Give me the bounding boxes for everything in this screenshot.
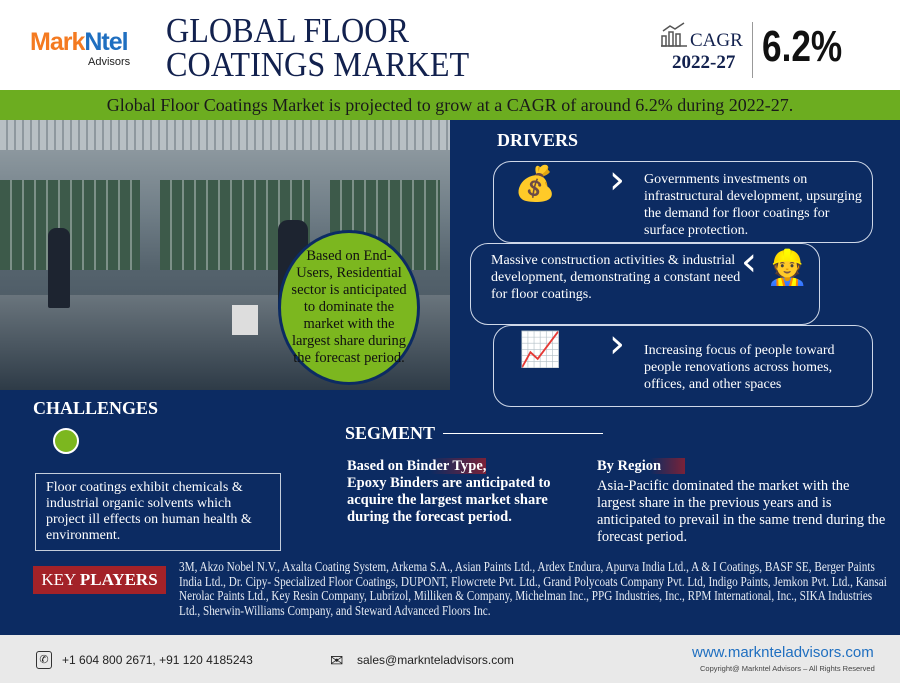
key-players-list: 3M, Akzo Nobel N.V., Axalta Coating Syst…: [179, 559, 887, 618]
cagr-years: 2022-27: [672, 52, 736, 73]
segment-region: By Region Asia-Pacific dominated the mar…: [597, 458, 887, 546]
header: [0, 0, 900, 90]
summary-banner: Global Floor Coatings Market is projecte…: [0, 90, 900, 120]
title-line-2: COATINGS MARKET: [166, 45, 470, 84]
key-players-label-2: PLAYERS: [79, 570, 158, 589]
divider: [752, 22, 753, 78]
logo-subtitle: Advisors: [88, 56, 131, 68]
challenge-box: Floor coatings exhibit chemicals & indus…: [35, 473, 281, 551]
chevron-right-icon: ›: [609, 157, 625, 203]
title-line-1: GLOBAL FLOOR: [166, 11, 409, 50]
key-players-label-1: KEY: [41, 570, 76, 589]
drivers-title: DRIVERS: [497, 130, 579, 150]
highlight-circle: Based on End-Users, Residential sector i…: [278, 230, 420, 385]
challenge-text: Floor coatings exhibit chemicals & indus…: [46, 480, 252, 543]
region-text: Asia-Pacific dominated the market with t…: [597, 478, 886, 545]
phone-icon: ✆: [36, 651, 52, 669]
cagr-label: CAGR: [690, 30, 743, 51]
website-link[interactable]: www.marknteladvisors.com: [692, 644, 874, 661]
cagr-value: 6.2%: [762, 22, 843, 71]
worker-figure: [48, 228, 70, 308]
chevron-left-icon: ‹: [741, 239, 757, 285]
driver-card-2: Massive construction activities & indust…: [470, 239, 820, 325]
paint-bucket: [232, 305, 258, 335]
segment-binder: Based on Binder Type, Epoxy Binders are …: [347, 458, 572, 526]
driver-text: Governments investments on infrastructur…: [644, 172, 862, 238]
binder-heading: Based on Binder Type,: [347, 458, 487, 474]
footer: ✆ +1 604 800 2671, +91 120 4185243 ✉ sal…: [0, 635, 900, 683]
email-link[interactable]: sales@marknteladvisors.com: [357, 653, 514, 667]
bar-chart-icon: [661, 22, 687, 47]
driver-card-3: 📈 › Increasing focus of people toward pe…: [493, 321, 873, 407]
key-players-label: KEY PLAYERS: [33, 566, 166, 594]
construction-worker-icon: 👷: [766, 250, 809, 287]
binder-text: Epoxy Binders are anticipated to acquire…: [347, 475, 551, 525]
region-heading: By Region: [597, 458, 686, 474]
copyright: Copyright@ Markntel Advisors – All Right…: [700, 664, 875, 673]
challenges-title: CHALLENGES: [33, 398, 159, 418]
driver-text: Increasing focus of people toward people…: [644, 343, 835, 392]
driver-card-1: 💰 › Governments investments on infrastru…: [493, 157, 873, 243]
bullet-dot: [53, 428, 79, 454]
chevron-right-icon: ›: [609, 321, 625, 367]
logo: MarkNtel: [30, 28, 129, 57]
phone-number[interactable]: +1 604 800 2671, +91 120 4185243: [62, 653, 253, 667]
money-chart-icon: 💰: [514, 166, 557, 203]
email-icon: ✉: [330, 653, 344, 670]
growth-hand-icon: 📈: [519, 332, 562, 369]
logo-text-ntel: Ntel: [84, 28, 128, 56]
divider: [443, 433, 603, 434]
segment-title: SEGMENT: [345, 423, 436, 443]
driver-text: Massive construction activities & indust…: [491, 253, 741, 302]
logo-text-mark: Mark: [30, 28, 85, 56]
